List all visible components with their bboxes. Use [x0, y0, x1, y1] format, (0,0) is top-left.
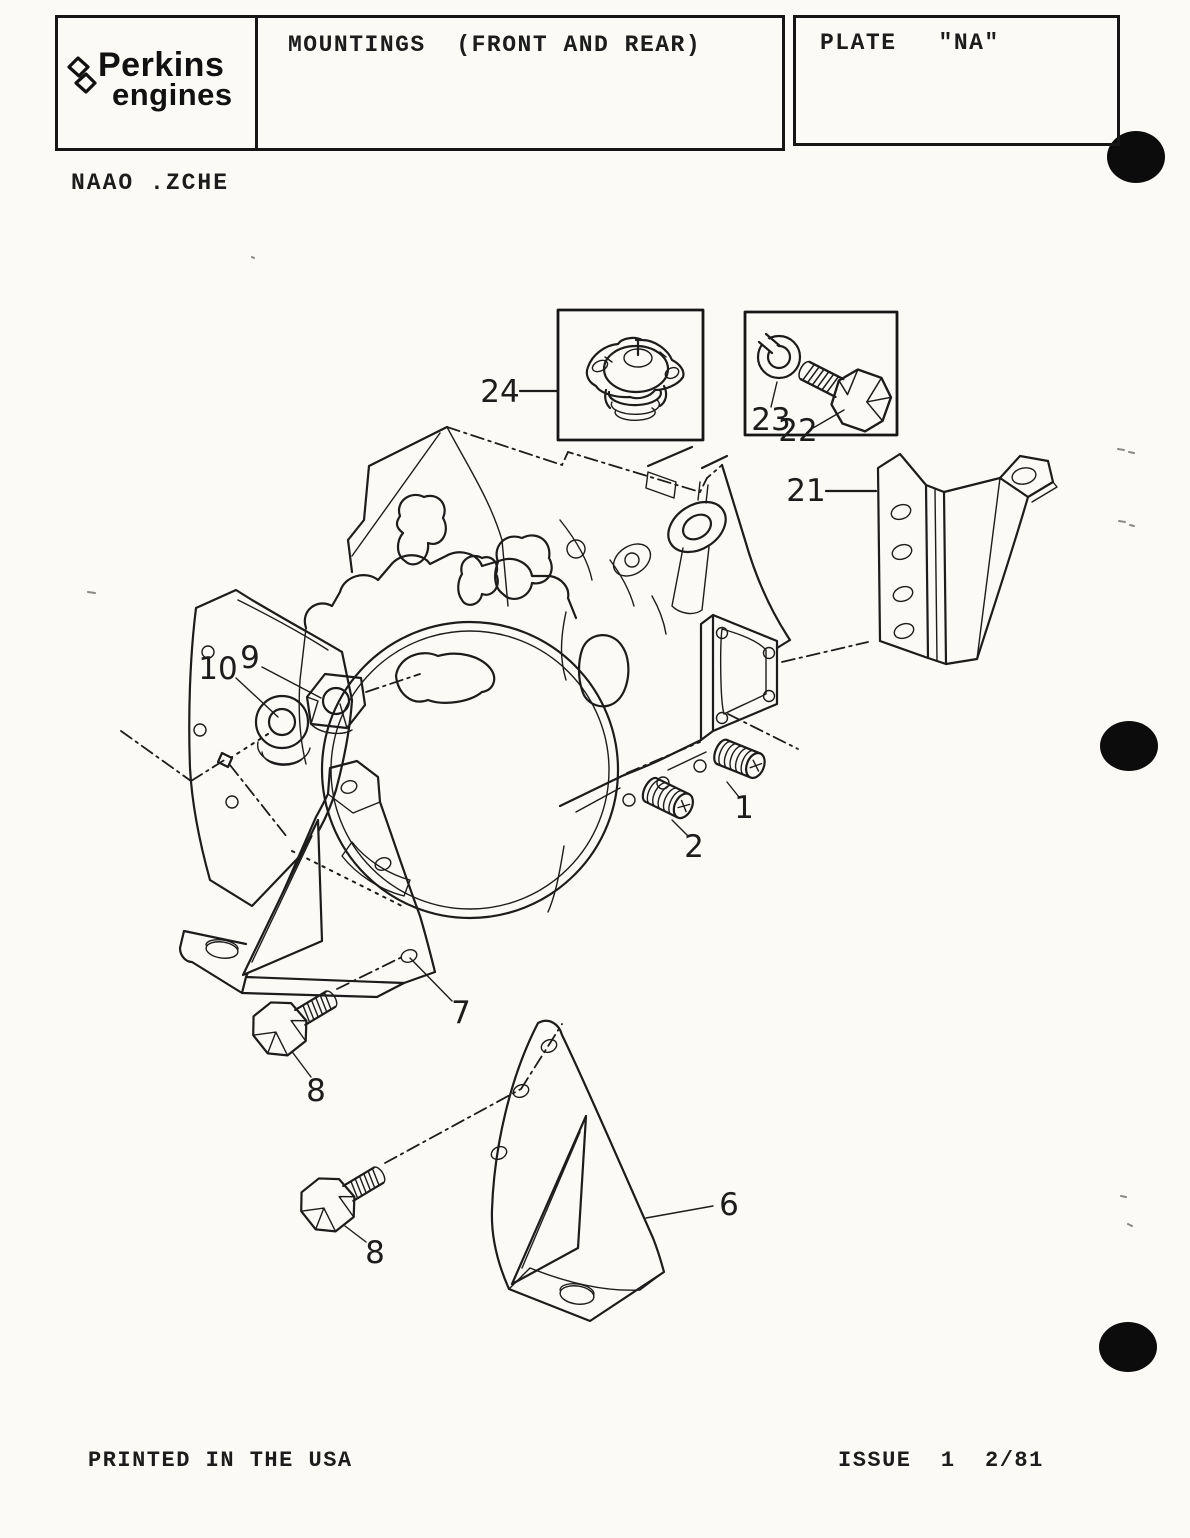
front-mounting-bracket-7 — [178, 759, 437, 999]
bolt-axis-7 — [336, 955, 405, 990]
callout-8-rear: 8 — [365, 1235, 385, 1271]
callout-21: 21 — [786, 473, 825, 509]
punch-holes — [1099, 131, 1165, 1372]
brand-wordmark: Perkins engines — [68, 46, 253, 113]
projection-dotted-line — [231, 733, 269, 758]
assembly-axis-lines — [120, 673, 421, 838]
spring-washer-23 — [756, 332, 802, 380]
callout-8-front: 8 — [306, 1073, 326, 1109]
bracket-bolt-8-rear — [290, 1147, 398, 1243]
callout-2: 2 — [684, 829, 704, 865]
bracket-bolt-8-front — [242, 971, 350, 1067]
plate-box: PLATE "NA" — [793, 15, 1120, 146]
brand-line1: Perkins — [98, 46, 225, 84]
callout-7: 7 — [451, 995, 471, 1031]
plate-number: "NA" — [938, 30, 1000, 56]
drawing-title-cell: MOUNTINGS (FRONT AND REAR) — [258, 18, 782, 148]
plate-label: PLATE — [820, 30, 897, 56]
flexible-mounting-24 — [585, 336, 685, 422]
mounting-pad — [699, 613, 779, 742]
callout-24: 24 — [480, 374, 519, 410]
footer-issue: ISSUE 1 2/81 — [838, 1448, 1044, 1473]
callout-23: 23 — [751, 402, 790, 438]
callout-10: 10 — [198, 651, 237, 687]
rear-mounting-bracket-6 — [384, 1019, 666, 1323]
punch-hole — [1100, 721, 1158, 771]
callout-labels: 24 23 22 21 10 9 1 2 7 8 6 8 — [198, 374, 825, 1271]
callout-6: 6 — [719, 1187, 739, 1223]
stud-1 — [710, 736, 770, 782]
rear-bracket-21 — [876, 452, 1058, 666]
leader-lines — [235, 381, 878, 1243]
stud-axis-lines — [626, 641, 869, 774]
callout-22: 22 — [778, 413, 817, 449]
title-block: Perkins engines MOUNTINGS (FRONT AND REA… — [55, 15, 785, 151]
brand-cell: Perkins engines — [58, 18, 258, 148]
nut-9 — [305, 672, 367, 735]
callout-1: 1 — [734, 790, 754, 826]
callout-9: 9 — [240, 640, 260, 676]
install-direction-marks — [646, 445, 729, 470]
perkins-logo-icon — [67, 56, 97, 94]
washer-10 — [254, 694, 311, 766]
punch-hole — [1099, 1322, 1157, 1372]
inset-box-washer-bolt — [743, 310, 901, 441]
footer-printed-in: PRINTED IN THE USA — [88, 1448, 353, 1473]
document-code: NAAO .ZCHE — [71, 170, 230, 196]
drawing-title: MOUNTINGS (FRONT AND REAR) — [288, 32, 702, 58]
brand-line2: engines — [112, 77, 233, 113]
inset-box-mounting — [556, 308, 705, 442]
scan-artifacts — [87, 256, 1135, 1227]
hidden-stud-mark — [216, 751, 234, 769]
punch-hole — [1107, 131, 1165, 183]
stud-2 — [638, 774, 698, 823]
